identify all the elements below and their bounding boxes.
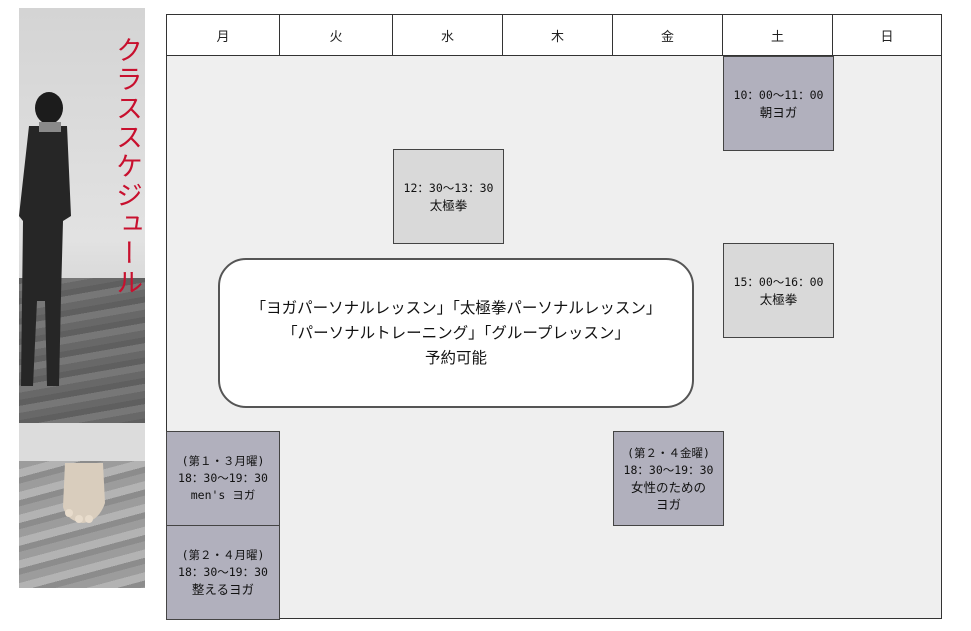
- floor-texture: [19, 278, 145, 423]
- class-name: 太極拳: [759, 291, 798, 307]
- class-week: (第２・４金曜): [627, 445, 710, 460]
- day-sunday: 日: [880, 29, 894, 45]
- class-slot-wednesday-taichi[interactable]: 12：30～13：30 太極拳: [393, 149, 504, 244]
- class-schedule-table: 月 火 水 木 金 土 日 10：00～11：00 朝ヨガ 12：30～13：3…: [166, 14, 942, 620]
- class-slot-monday-adjust-yoga[interactable]: (第２・４月曜) 18：30～19：30 整えるヨガ: [166, 525, 280, 620]
- class-week: (第１・３月曜): [181, 454, 265, 468]
- class-name: 朝ヨガ: [759, 104, 798, 120]
- day-monday: 月: [167, 15, 280, 55]
- person-silhouette: [19, 92, 71, 386]
- class-slot-friday-women-yoga[interactable]: (第２・４金曜) 18：30～19：30 女性のための ヨガ: [613, 431, 724, 526]
- banner-photo: クラススケジュール: [19, 8, 145, 588]
- class-time: 18：30～19：30: [623, 462, 714, 477]
- notice-line-2: 「パーソナルトレーニング」「グループレッスン」: [282, 323, 630, 342]
- class-name: 整えるヨガ: [191, 582, 255, 597]
- class-slot-saturday-taichi[interactable]: 15：00～16：00 太極拳: [723, 243, 834, 338]
- class-time: 15：00～16：00: [733, 274, 824, 289]
- notice-line-1: 「ヨガパーソナルレッスン」「太極拳パーソナルレッスン」: [250, 298, 662, 317]
- banner-divider: [19, 423, 145, 461]
- reservation-notice: 「ヨガパーソナルレッスン」「太極拳パーソナルレッスン」 「パーソナルトレーニング…: [218, 258, 694, 408]
- notice-line-3: 予約可能: [424, 348, 487, 367]
- banner-title: クラススケジュール: [111, 36, 142, 297]
- class-slot-monday-mens-yoga[interactable]: (第１・３月曜) 18：30～19：30 men's ヨガ: [166, 431, 280, 526]
- class-time: 12：30～13：30: [403, 180, 494, 195]
- day-tuesday: 火: [280, 15, 393, 55]
- day-header-row: 月 火 水 木 金 土 日: [167, 15, 941, 56]
- class-slot-saturday-morning-yoga[interactable]: 10：00～11：00 朝ヨガ: [723, 56, 834, 151]
- day-thursday: 木: [503, 15, 613, 55]
- day-friday: 金: [613, 15, 723, 55]
- class-name-line-2: ヨガ: [655, 496, 681, 512]
- class-time: 18：30～19：30: [178, 565, 268, 579]
- foot-photo: [63, 463, 105, 523]
- class-time: 10：00～11：00: [733, 87, 824, 102]
- day-saturday: 土: [723, 15, 833, 55]
- class-week: (第２・４月曜): [181, 548, 265, 562]
- class-name: 太極拳: [429, 197, 468, 213]
- day-wednesday: 水: [393, 15, 503, 55]
- class-time: 18：30～19：30: [178, 471, 268, 485]
- class-name-line-1: 女性のための: [630, 479, 706, 495]
- class-name: men's ヨガ: [190, 488, 256, 502]
